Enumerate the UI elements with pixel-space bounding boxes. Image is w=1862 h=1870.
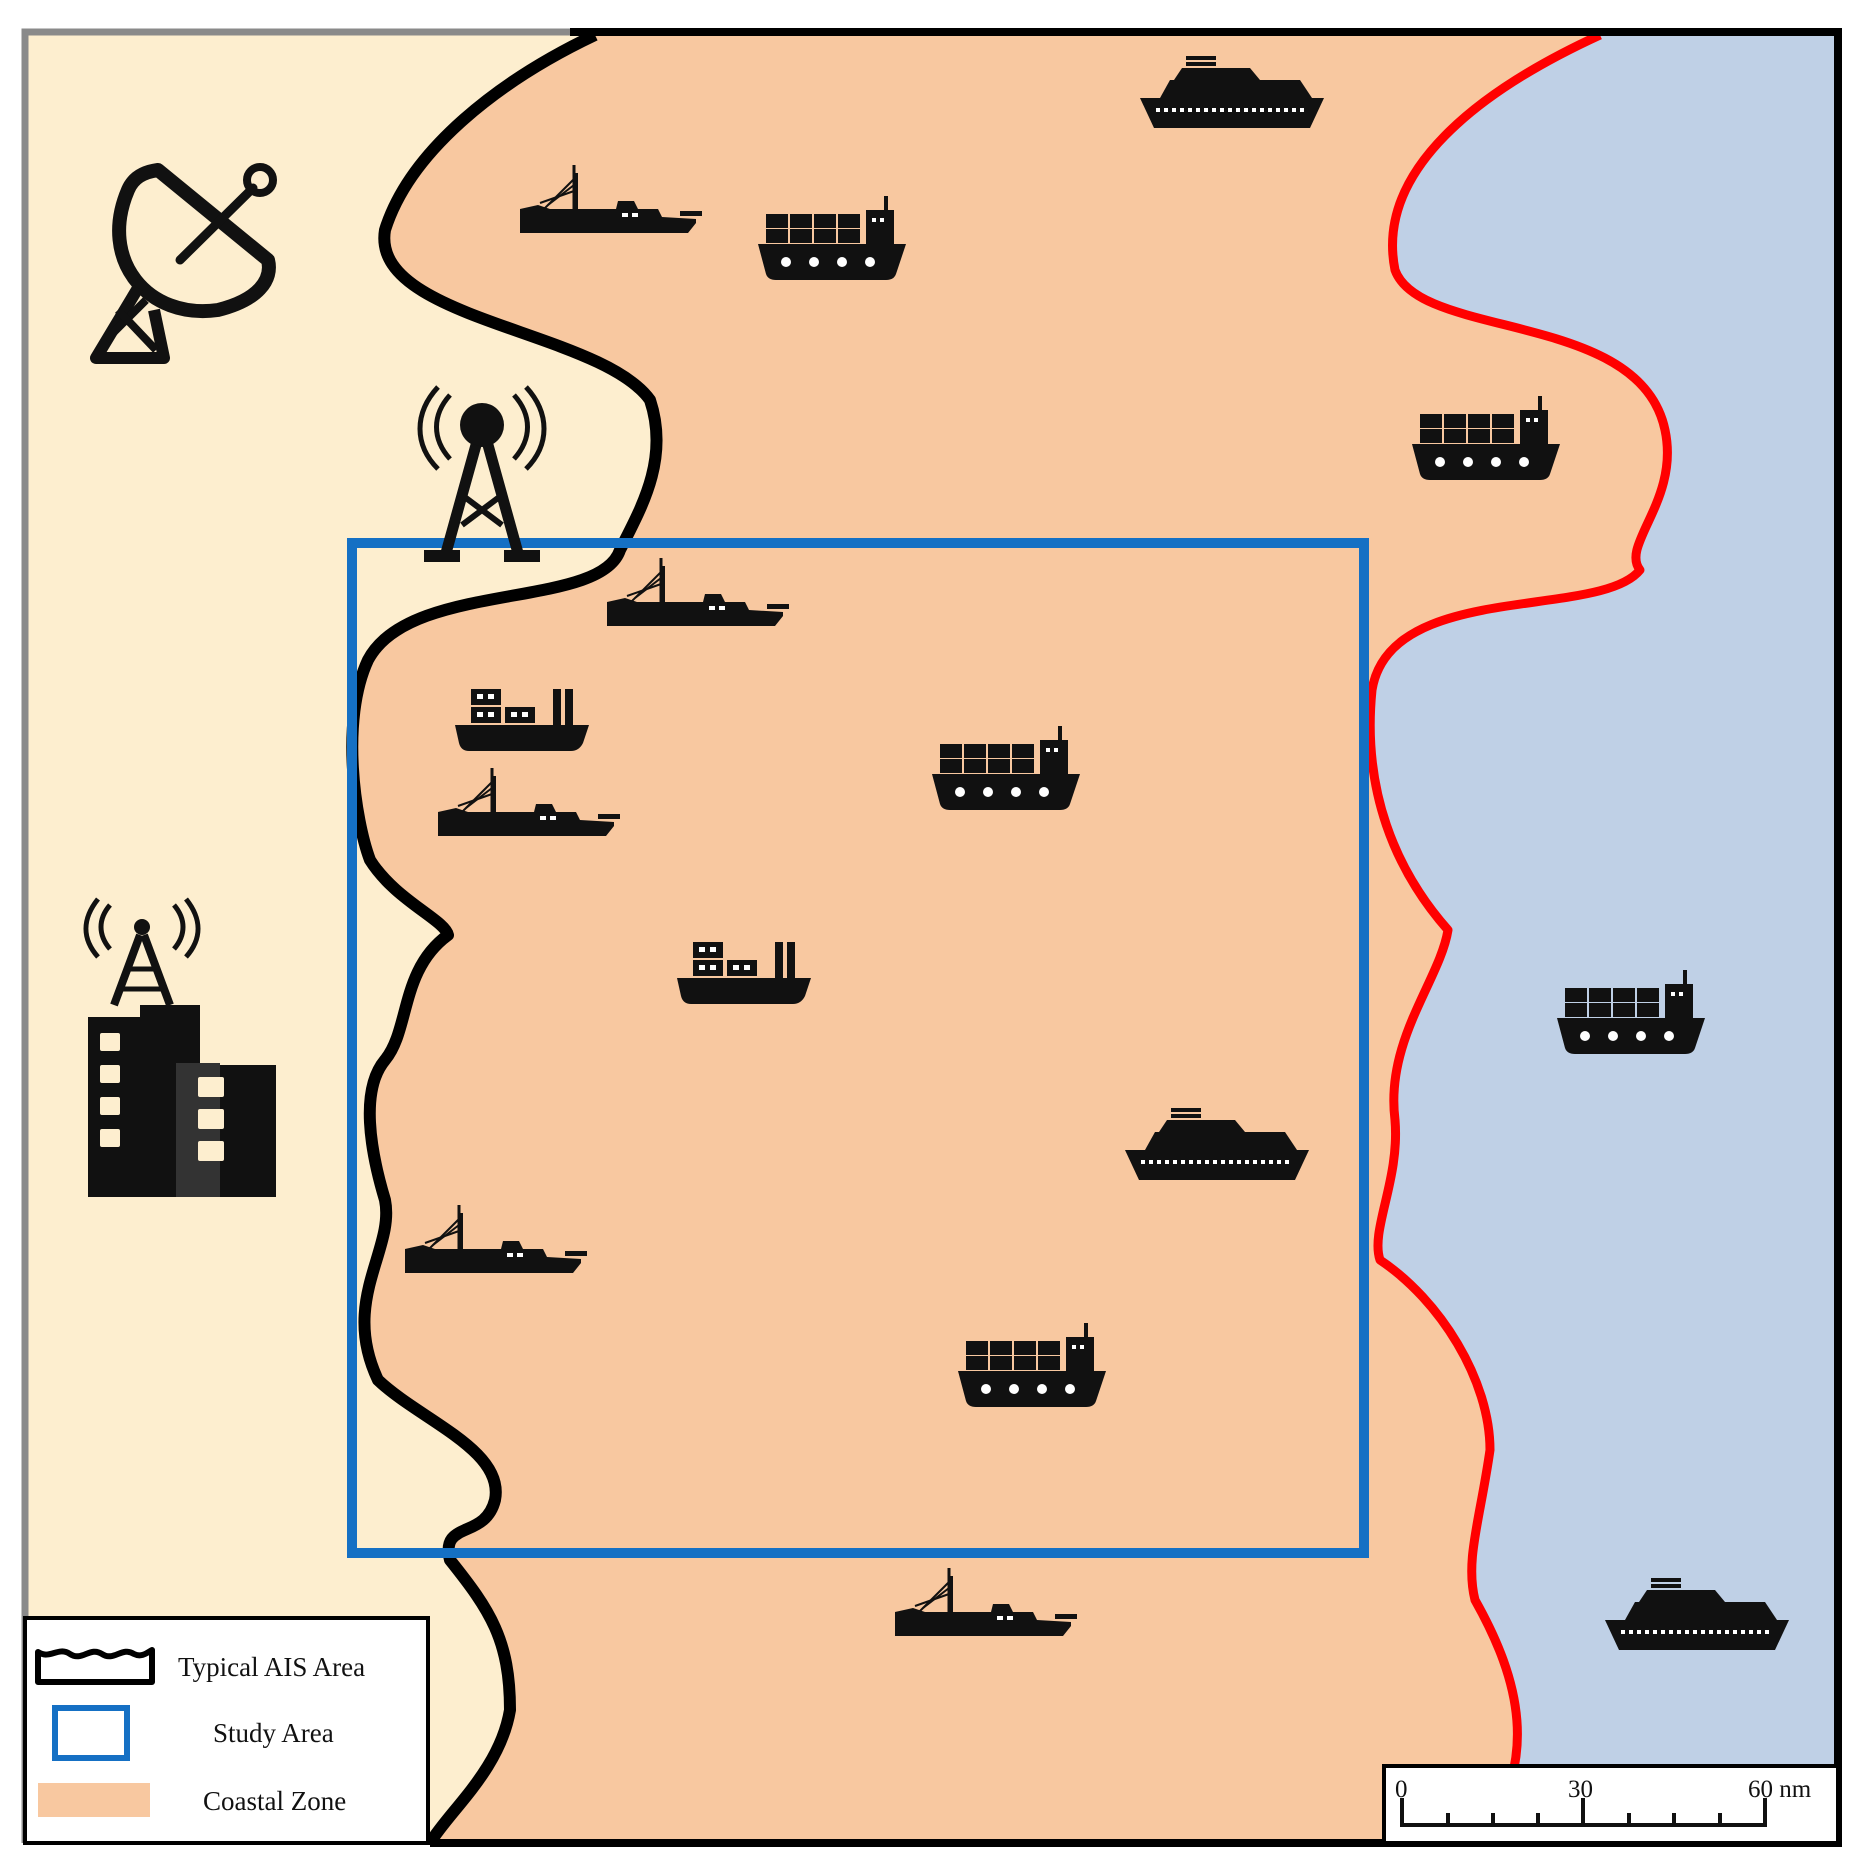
scale-tick-0: 0 [1395, 1776, 1408, 1803]
legend-symbol-typical-ais [35, 1647, 155, 1685]
legend-label-coastal-zone: Coastal Zone [203, 1786, 346, 1816]
map-legend: Typical AIS Area Study Area Coastal Zone [23, 1616, 430, 1845]
legend-symbol-coastal-zone [38, 1783, 150, 1817]
radio-tower-icon [417, 385, 547, 562]
scale-tick-60-nm: 60 nm [1748, 1776, 1812, 1803]
legend-label-study-area: Study Area [213, 1718, 334, 1748]
legend-symbol-study-area [52, 1705, 130, 1761]
coastal-zone-area [352, 35, 1668, 1843]
coastline-line [346, 29, 663, 1847]
scale-bar: 0 30 60 nm [1382, 1764, 1840, 1845]
ais-outer-boundary-line [1365, 30, 1672, 1846]
legend-label-typical-ais: Typical AIS Area [178, 1652, 365, 1682]
satellite-dish-icon [90, 163, 277, 364]
open-sea-area [1370, 35, 1838, 1843]
scale-tick-30: 30 [1568, 1776, 1593, 1803]
study-area-rectangle [347, 538, 1369, 1558]
map-frame [430, 28, 1842, 1847]
map-frame-left-top [21, 28, 570, 1843]
city-antenna-icon [83, 897, 276, 1197]
